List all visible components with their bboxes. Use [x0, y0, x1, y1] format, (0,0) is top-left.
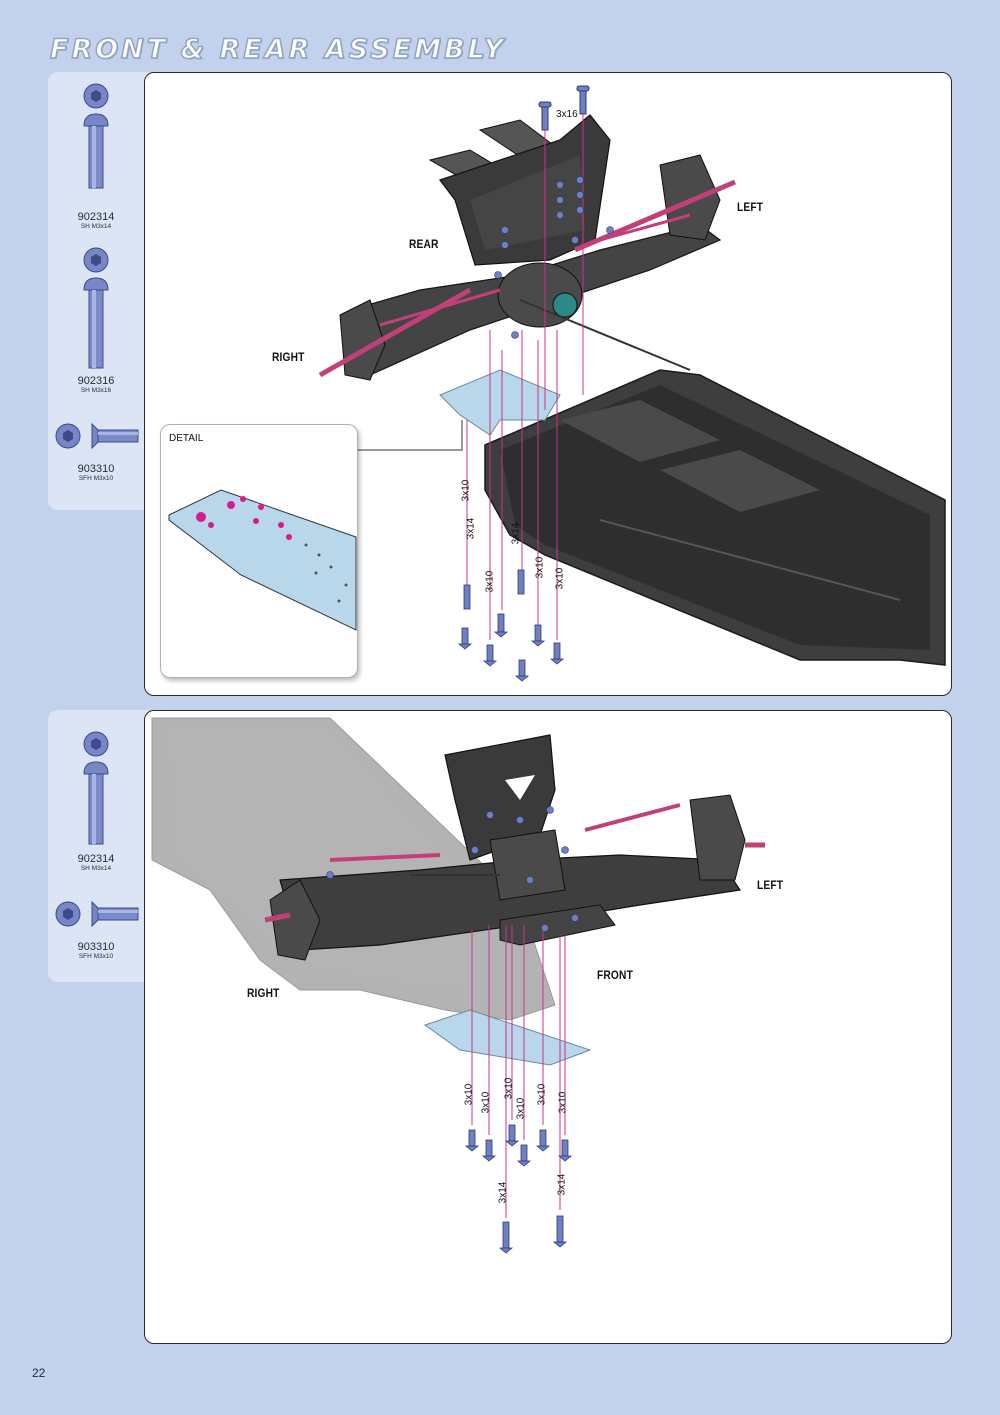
- brand-logo: XRAY: [796, 1327, 877, 1346]
- part-903310: 903310 SFH M3x10: [48, 900, 144, 961]
- screw-length-label: 3x10: [515, 1097, 527, 1120]
- part-spec: SFH M3x10: [78, 953, 114, 960]
- part-code: 903310: [77, 941, 115, 953]
- label-left: LEFT: [757, 878, 784, 892]
- part-902314: 902314 SH M3x14: [48, 82, 144, 231]
- screw-length-label: 3x10: [480, 1091, 492, 1114]
- screw-length-label: 3x10: [503, 1077, 515, 1100]
- label-front: FRONT: [597, 968, 633, 982]
- part-spec: SH M3x14: [80, 865, 112, 872]
- parts-sidebar-bottom: 902314 SH M3x14 903310 SFH M3x10: [48, 710, 148, 982]
- screw-length-label: 3x14: [497, 1181, 509, 1204]
- flat-head-screw-icon: [55, 422, 139, 450]
- page-title: FRONT & REAR ASSEMBLY: [49, 33, 507, 66]
- screw-length-label: 3x14: [556, 1173, 568, 1196]
- part-code: 903310: [77, 463, 115, 475]
- part-spec: SH M3x16: [80, 387, 112, 394]
- part-903310: 903310 SFH M3x10: [48, 422, 144, 483]
- part-spec: SFH M3x10: [78, 475, 114, 482]
- part-902316: 902316 SH M3x16: [48, 247, 144, 395]
- button-head-screw-icon: [83, 247, 109, 369]
- part-code: 902314: [77, 211, 115, 223]
- part-spec: SH M3x14: [80, 223, 112, 230]
- parts-sidebar-top: 902314 SH M3x14 902316 SH M3x16 903310 S…: [48, 72, 148, 510]
- detail-plate-illustration: [168, 489, 357, 631]
- label-right: RIGHT: [272, 350, 305, 364]
- label-rear: REAR: [409, 237, 439, 251]
- part-code: 902316: [77, 375, 115, 387]
- flat-head-screw-icon: [55, 900, 139, 928]
- label-left: LEFT: [737, 200, 764, 214]
- button-head-screw-icon: [83, 731, 109, 845]
- screw-length-label: 3x10: [463, 1083, 475, 1106]
- screw-length-label: 3x10: [557, 1091, 569, 1114]
- screw-3x16-left: [538, 101, 552, 131]
- button-head-screw-icon: [83, 83, 109, 189]
- detail-label: DETAIL: [169, 433, 204, 444]
- screw-3x16-right: [576, 85, 590, 115]
- screw-length-label: 3x10: [536, 1083, 548, 1106]
- detail-callout: DETAIL: [160, 424, 358, 678]
- part-code: 902314: [77, 853, 115, 865]
- label-right: RIGHT: [247, 986, 280, 1000]
- page-number: 22: [32, 1366, 46, 1380]
- screw-length-label: 3x16: [556, 109, 578, 120]
- part-902314: 902314 SH M3x14: [48, 728, 144, 873]
